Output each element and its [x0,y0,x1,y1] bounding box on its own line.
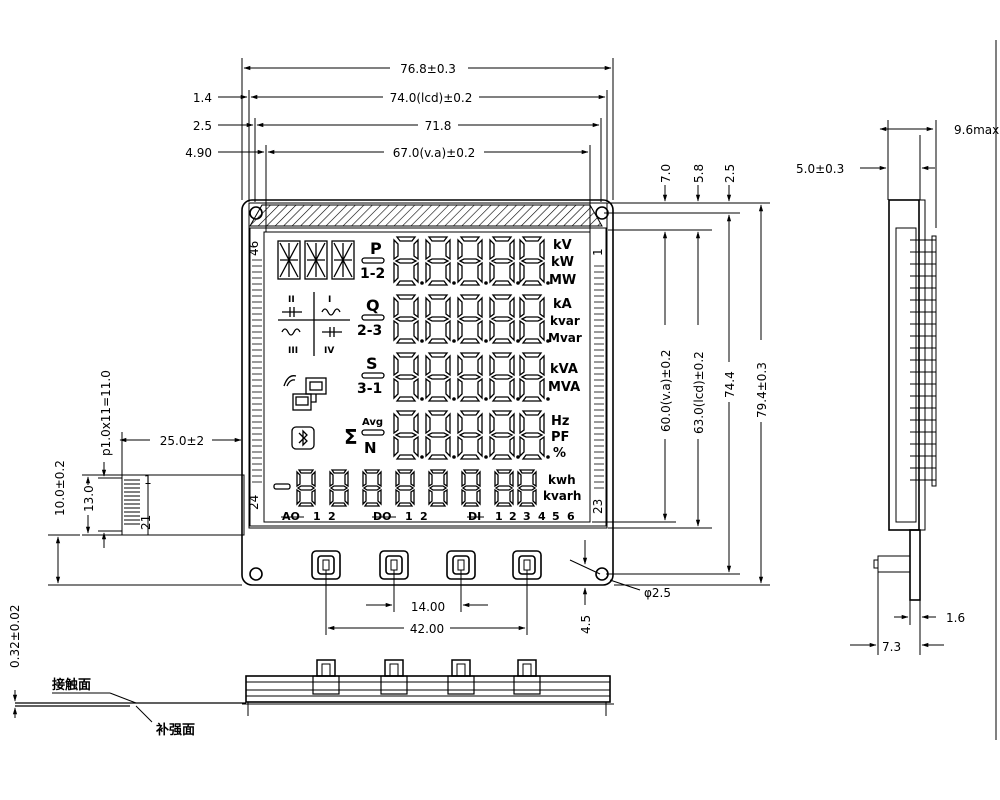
io-do-1: 1 [405,510,413,523]
bottom-view: 0.32±0.02 接触面 补强面 [8,605,614,738]
quadrant-iii: III [288,346,298,356]
dim-top-offset-2: 5.8 [692,164,706,183]
unit-kv: kV [553,238,572,253]
unit-hz: Hz [551,414,569,429]
row3-label-top: S [366,354,378,373]
row2-label-bottom: 2-3 [357,323,382,339]
digit-row-2 [393,294,551,344]
right-dimensions: 60.0(v.a)±0.2 63.0(lcd)±0.2 74.4 79.4±0.… [592,164,770,586]
quadrant-ii: II [288,295,295,305]
io-di-1: 1 [495,510,503,523]
io-ao-2: 2 [328,510,336,523]
unit-kva: kVA [550,362,578,377]
quadrant-i: I [328,295,331,305]
dim-va-height: 60.0(v.a)±0.2 [659,349,673,432]
unit-ka: kA [553,297,572,312]
quadrant-icon: II I III IV [278,292,350,356]
dim-top-offset-1: 7.0 [659,164,673,183]
digit-row-3 [393,352,551,402]
pin-label-23: 23 [591,499,605,514]
dim-inner-width: 71.8 [425,119,452,133]
dim-top-offset-3: 2.5 [723,164,737,183]
dim-hole-diameter: φ2.5 [644,586,671,600]
unit-kvarh: kvarh [543,489,581,503]
label-reinforcement-face: 补强面 [155,722,195,738]
dim-offset-3: 4.90 [185,146,212,160]
unit-mvar: Mvar [548,331,582,345]
io-labels: AO 1 2 DO 1 2 DI 1 2 3 4 5 6 [281,510,575,523]
dim-lcd-height: 63.0(lcd)±0.2 [692,351,706,434]
dim-fpc-thickness: 0.32±0.02 [8,605,22,669]
unit-percent: % [553,446,566,461]
dim-va-width: 67.0(v.a)±0.2 [393,146,476,160]
unit-mva: MVA [548,380,580,395]
pin-label-46: 46 [247,241,261,256]
dim-side-button: 7.3 [882,640,901,654]
push-buttons: 14.00 42.00 [311,550,542,636]
alpha-char-1 [277,240,301,280]
pin-label-24: 24 [247,495,261,510]
energy-digit-row [273,469,537,507]
io-do-2: 2 [420,510,428,523]
dim-pin-pitch: p1.0x11=11.0 [99,370,113,456]
alpha-char-2 [304,240,328,280]
row3-label-bottom: 3-1 [357,381,382,397]
dim-total-width: 76.8±0.3 [400,62,456,76]
row1-label-top: P [370,239,382,258]
top-dimensions: 76.8±0.3 74.0(lcd)±0.2 71.8 67.0(v.a)±0.… [185,58,614,232]
dim-fpc-length: 25.0±2 [160,434,204,448]
digit-row-1 [393,236,551,286]
hole-callout: 4.5 φ2.5 [569,540,671,634]
alpha-char-3 [331,240,355,280]
row1-label-bottom: 1-2 [360,266,385,282]
row2-label-top: Q [366,296,380,315]
dim-total-height: 79.4±0.3 [755,362,769,418]
bluetooth-icon [291,426,315,450]
dim-module-height: 74.4 [723,371,737,398]
fpc-pin-21: 21 [139,515,153,530]
dim-button-span: 42.00 [410,622,444,636]
unit-mw: MW [549,273,576,288]
quadrant-iv: IV [324,346,334,356]
row4-label-bottom: N [364,439,377,457]
unit-kvar: kvar [550,314,580,328]
io-di-5: 5 [552,510,560,523]
display-module: 46 1 24 23 [241,199,614,586]
dim-fpc-width: 13.0 [82,485,96,512]
dim-button-pitch: 14.00 [411,600,445,614]
row4-label-top: Avg [362,417,383,428]
digit-row-4 [393,410,551,460]
dim-fpc-offset: 10.0±0.2 [53,460,67,516]
dim-side-thickness: 5.0±0.3 [796,162,844,176]
sigma-symbol: Σ [344,425,358,449]
communication-icon [283,375,327,411]
io-di-3: 3 [523,510,531,523]
unit-kw: kW [551,255,574,270]
unit-pf: PF [551,430,569,445]
fpc-pin-1: 1 [144,473,152,487]
dim-hole-offset: 4.5 [579,615,593,634]
dim-side-pcb: 1.6 [946,611,965,625]
dim-side-max: 9.6max [954,123,999,137]
lcd-segments: P 1-2 Q 2-3 S 3-1 Avg N Σ kV kW MW kA kv… [273,236,582,523]
io-di-4: 4 [538,510,546,523]
io-ao-1: 1 [313,510,321,523]
side-view: 9.6max 5.0±0.3 1.6 [796,40,999,740]
label-contact-face: 接触面 [52,677,91,693]
pin-label-1: 1 [591,248,605,256]
fpc-connector: 1 21 25.0±2 p1.0x11=11.0 13.0 10.0±0.2 [48,370,245,586]
dim-lcd-width: 74.0(lcd)±0.2 [390,91,473,105]
io-di-6: 6 [567,510,575,523]
io-di-2: 2 [509,510,517,523]
dim-offset-1: 1.4 [193,91,212,105]
unit-kwh: kwh [548,473,576,487]
dim-offset-2: 2.5 [193,119,212,133]
